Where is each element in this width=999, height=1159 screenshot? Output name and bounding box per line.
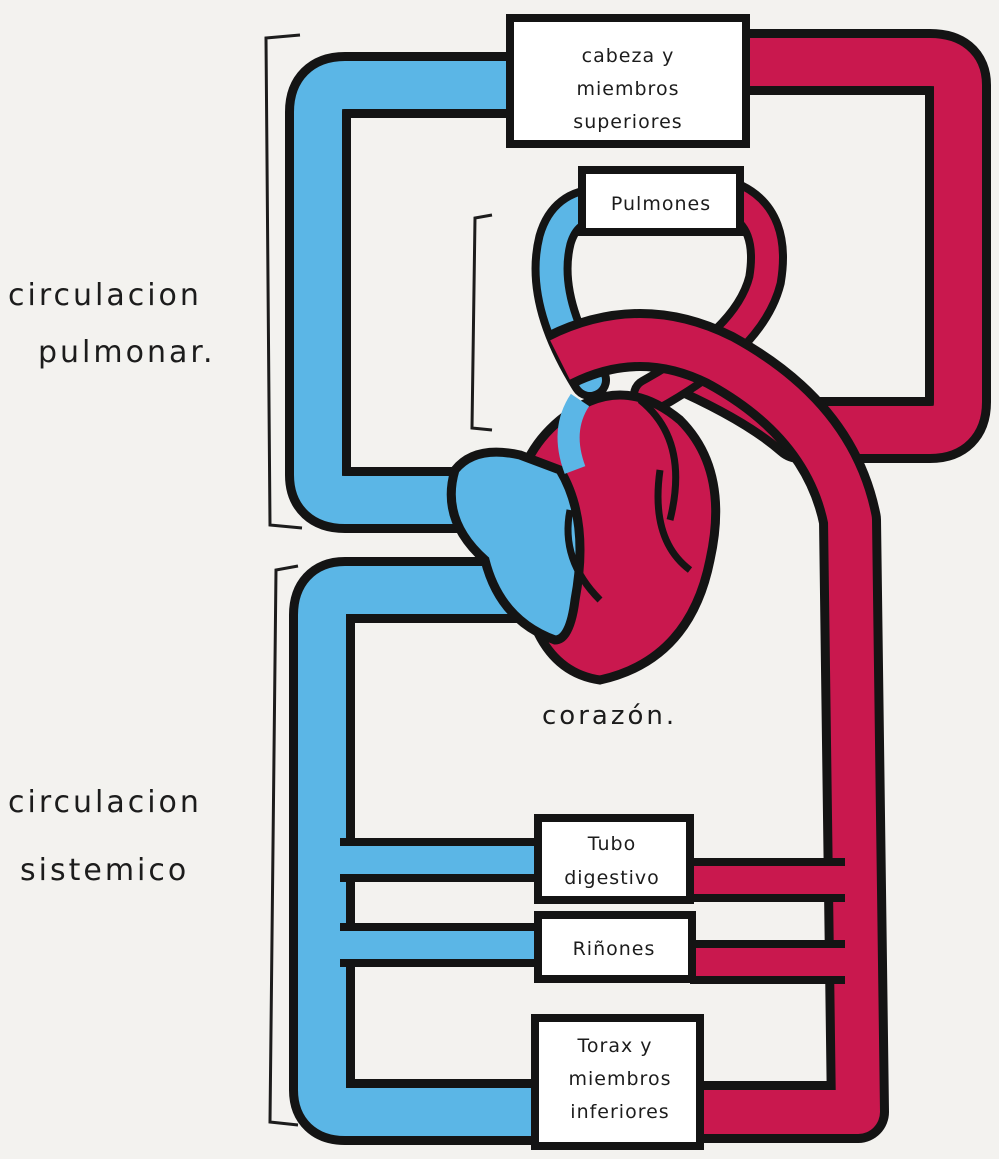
thorax-limbs-line-1: Torax y [577, 1035, 653, 1057]
kidneys-label: Riñones [573, 938, 656, 960]
box-kidneys: Riñones [538, 915, 692, 979]
digestive-line-1: Tubo [587, 833, 636, 855]
thorax-limbs-line-3: inferiores [570, 1101, 669, 1123]
box-lungs: Pulmones [582, 170, 740, 232]
box-digestive: Tubo digestivo [538, 818, 690, 900]
head-limbs-line-3: superiores [573, 111, 682, 133]
inner-bracket [472, 215, 492, 430]
heart-label: corazón. [542, 701, 677, 731]
lungs-label: Pulmones [611, 193, 711, 215]
thorax-limbs-line-2: miembros [569, 1068, 672, 1090]
systemic-label-line-1: circulacion [8, 785, 202, 820]
head-limbs-line-1: cabeza y [582, 45, 675, 67]
systemic-label-line-2: sistemico [20, 853, 189, 888]
heart [451, 395, 715, 680]
vein-head-to-heart [318, 85, 520, 500]
box-head-limbs: cabeza y miembros superiores [510, 18, 746, 144]
head-limbs-line-2: miembros [577, 78, 680, 100]
pulmonary-label-line-2: pulmonar. [38, 335, 215, 370]
digestive-line-2: digestivo [564, 867, 660, 889]
box-thorax-limbs: Torax y miembros inferiores [535, 1018, 700, 1146]
pulmonary-label-line-1: circulacion [8, 278, 202, 313]
